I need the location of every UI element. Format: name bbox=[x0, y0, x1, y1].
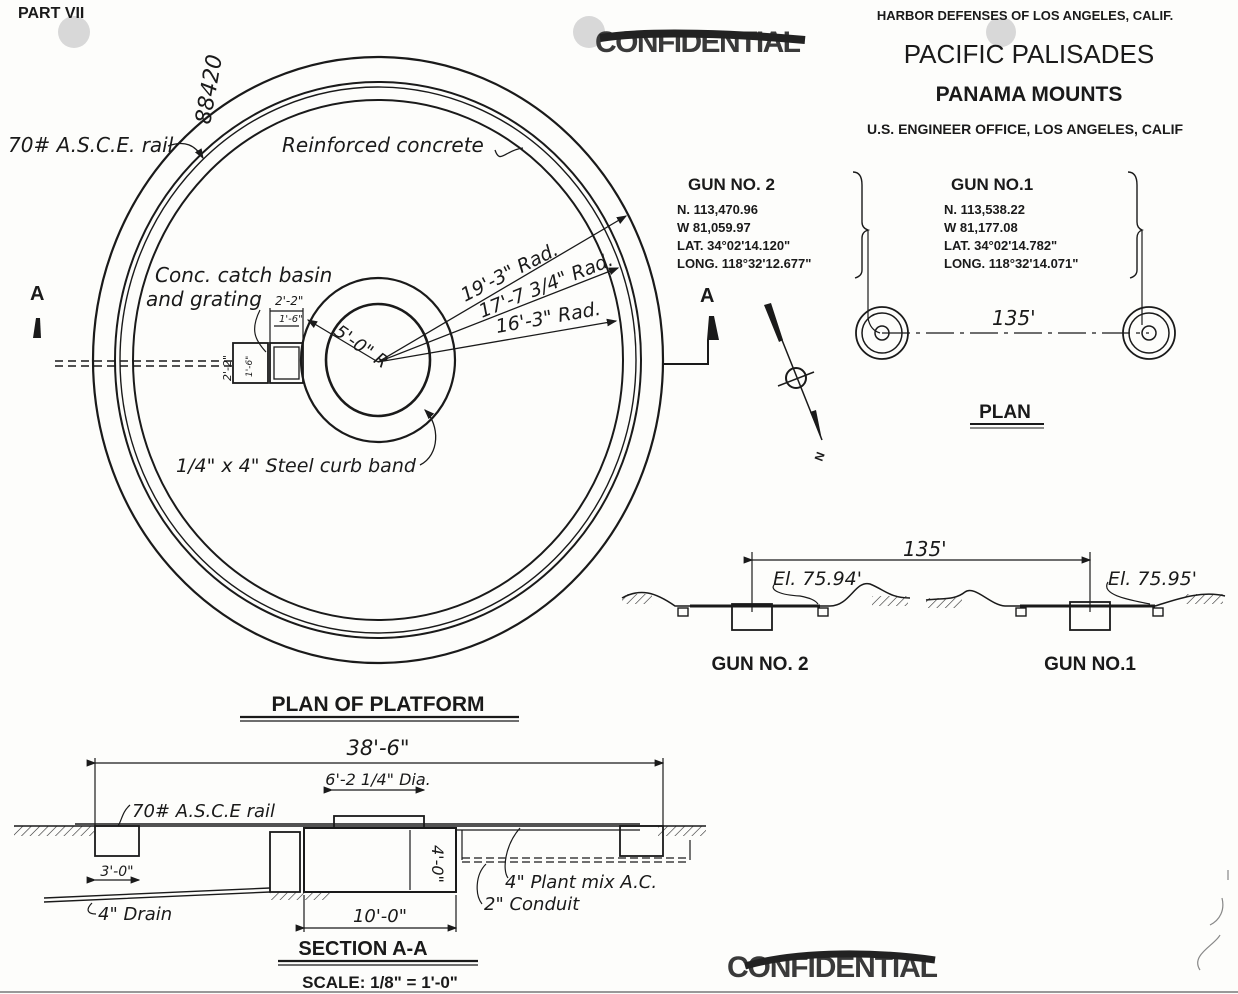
basin-width-label: 2'-2" bbox=[275, 294, 303, 308]
signature-initials bbox=[1197, 870, 1229, 971]
svg-text:W 81,177.08: W 81,177.08 bbox=[944, 220, 1018, 235]
section-a-a: 38'-6" 6'-2 1/4" Dia. 4'-0" 4" Drain bbox=[14, 736, 706, 992]
agency-label: HARBOR DEFENSES OF LOS ANGELES, CALIF. bbox=[877, 8, 1173, 23]
gun-2-data: GUN NO. 2 N. 113,470.96 W 81,059.97 LAT.… bbox=[677, 171, 871, 279]
section-scale: SCALE: 1/8" = 1'-0" bbox=[302, 973, 458, 992]
svg-text:GUN NO. 2: GUN NO. 2 bbox=[688, 175, 775, 194]
section-arrow-left bbox=[33, 318, 41, 338]
north-arrow-icon: N bbox=[764, 303, 828, 463]
basin-inner-height-label: 1'-6" bbox=[245, 356, 255, 377]
central-pier bbox=[303, 827, 457, 893]
pier-depth-label: 4'-0" bbox=[428, 845, 447, 883]
punch-hole bbox=[573, 16, 605, 48]
svg-text:LONG. 118°32'12.677": LONG. 118°32'12.677" bbox=[677, 256, 811, 271]
gun-1-data: GUN NO.1 N. 113,538.22 W 81,177.08 LAT. … bbox=[944, 171, 1144, 279]
section-arrow-right bbox=[707, 316, 719, 340]
rail-ring bbox=[114, 81, 642, 639]
drain-label: 4" Drain bbox=[98, 904, 172, 925]
svg-text:N. 113,538.22: N. 113,538.22 bbox=[944, 202, 1025, 217]
concrete-label: Reinforced concrete bbox=[282, 133, 484, 157]
section-title: SECTION A-A bbox=[298, 938, 427, 960]
section-rail-label: 70# A.S.C.E rail bbox=[132, 801, 275, 822]
outer-rail-ring bbox=[91, 55, 665, 665]
svg-text:LAT. 34°02'14.782": LAT. 34°02'14.782" bbox=[944, 238, 1057, 253]
platform-plan: 19'-3" Rad. 17'-7 3/4" Rad. 16'-3" Rad. … bbox=[8, 55, 719, 722]
punch-hole bbox=[58, 16, 90, 48]
steel-curb-band bbox=[324, 302, 432, 418]
pavement-label: 4" Plant mix A.C. bbox=[505, 872, 657, 893]
basin-label-line2: and grating bbox=[146, 287, 262, 311]
gun-1-profile-label: GUN NO.1 bbox=[1044, 654, 1136, 675]
confidential-stamp-top: CONFIDENTIAL bbox=[595, 26, 806, 59]
section-marker-left: A bbox=[30, 283, 44, 305]
basin-label-line1: Conc. catch basin bbox=[155, 263, 332, 287]
gun-2-profile-label: GUN NO. 2 bbox=[711, 654, 808, 675]
site-plan: 135' N PLAN bbox=[764, 230, 1176, 463]
svg-text:N. 113,470.96: N. 113,470.96 bbox=[677, 202, 758, 217]
profile-spacing-label: 135' bbox=[903, 537, 947, 561]
gun-1-pier bbox=[1069, 601, 1111, 631]
confidential-stamp-bottom: CONFIDENTIAL bbox=[727, 950, 939, 984]
svg-text:N: N bbox=[812, 450, 828, 463]
gun-2-elevation: El. 75.94' bbox=[773, 568, 862, 590]
pier-width-label: 10'-0" bbox=[353, 906, 407, 927]
curb-band-label: 1/4" x 4" Steel curb band bbox=[176, 455, 417, 477]
sheet-title: PACIFIC PALISADES bbox=[904, 39, 1154, 69]
pier-outer bbox=[299, 276, 457, 444]
rail-footing-left bbox=[94, 825, 140, 857]
footing-width-label: 3'-0" bbox=[100, 864, 133, 880]
svg-text:LAT. 34°02'14.120": LAT. 34°02'14.120" bbox=[677, 238, 790, 253]
rail-ring-inner bbox=[119, 86, 637, 634]
rail-label: 70# A.S.C.E. rail bbox=[8, 133, 174, 157]
rail-footing-right bbox=[619, 825, 664, 857]
basin-inner-label: 1'-6" bbox=[279, 314, 303, 325]
overall-width-label: 38'-6" bbox=[346, 736, 409, 760]
elevation-profile: 135' El. 75.94' El. 75.95' GUN NO. 2 GUN… bbox=[621, 537, 1226, 675]
concrete-ring bbox=[132, 99, 624, 621]
gun-1-elevation: El. 75.95' bbox=[1108, 568, 1197, 590]
plan-title: PLAN bbox=[979, 402, 1031, 423]
svg-text:GUN NO.1: GUN NO.1 bbox=[951, 175, 1033, 194]
svg-text:W 81,059.97: W 81,059.97 bbox=[677, 220, 751, 235]
plan-spacing-label: 135' bbox=[992, 306, 1036, 330]
office-label: U.S. ENGINEER OFFICE, LOS ANGELES, CALIF bbox=[867, 121, 1184, 137]
part-label: PART VII bbox=[18, 5, 84, 22]
sheet-subtitle: PANAMA MOUNTS bbox=[936, 83, 1123, 106]
conduit-label: 2" Conduit bbox=[484, 894, 580, 915]
basin-height-label: 2'-2" bbox=[221, 355, 234, 381]
pier-diameter-label: 6'-2 1/4" Dia. bbox=[325, 770, 430, 789]
svg-text:LONG. 118°32'14.071": LONG. 118°32'14.071" bbox=[944, 256, 1078, 271]
gun-2-pier bbox=[731, 603, 773, 631]
section-marker-right: A bbox=[700, 285, 714, 307]
center-radius-label: 5'-0" R bbox=[330, 321, 392, 373]
platform-plan-title: PLAN OF PLATFORM bbox=[271, 693, 484, 716]
punch-hole bbox=[986, 17, 1016, 47]
